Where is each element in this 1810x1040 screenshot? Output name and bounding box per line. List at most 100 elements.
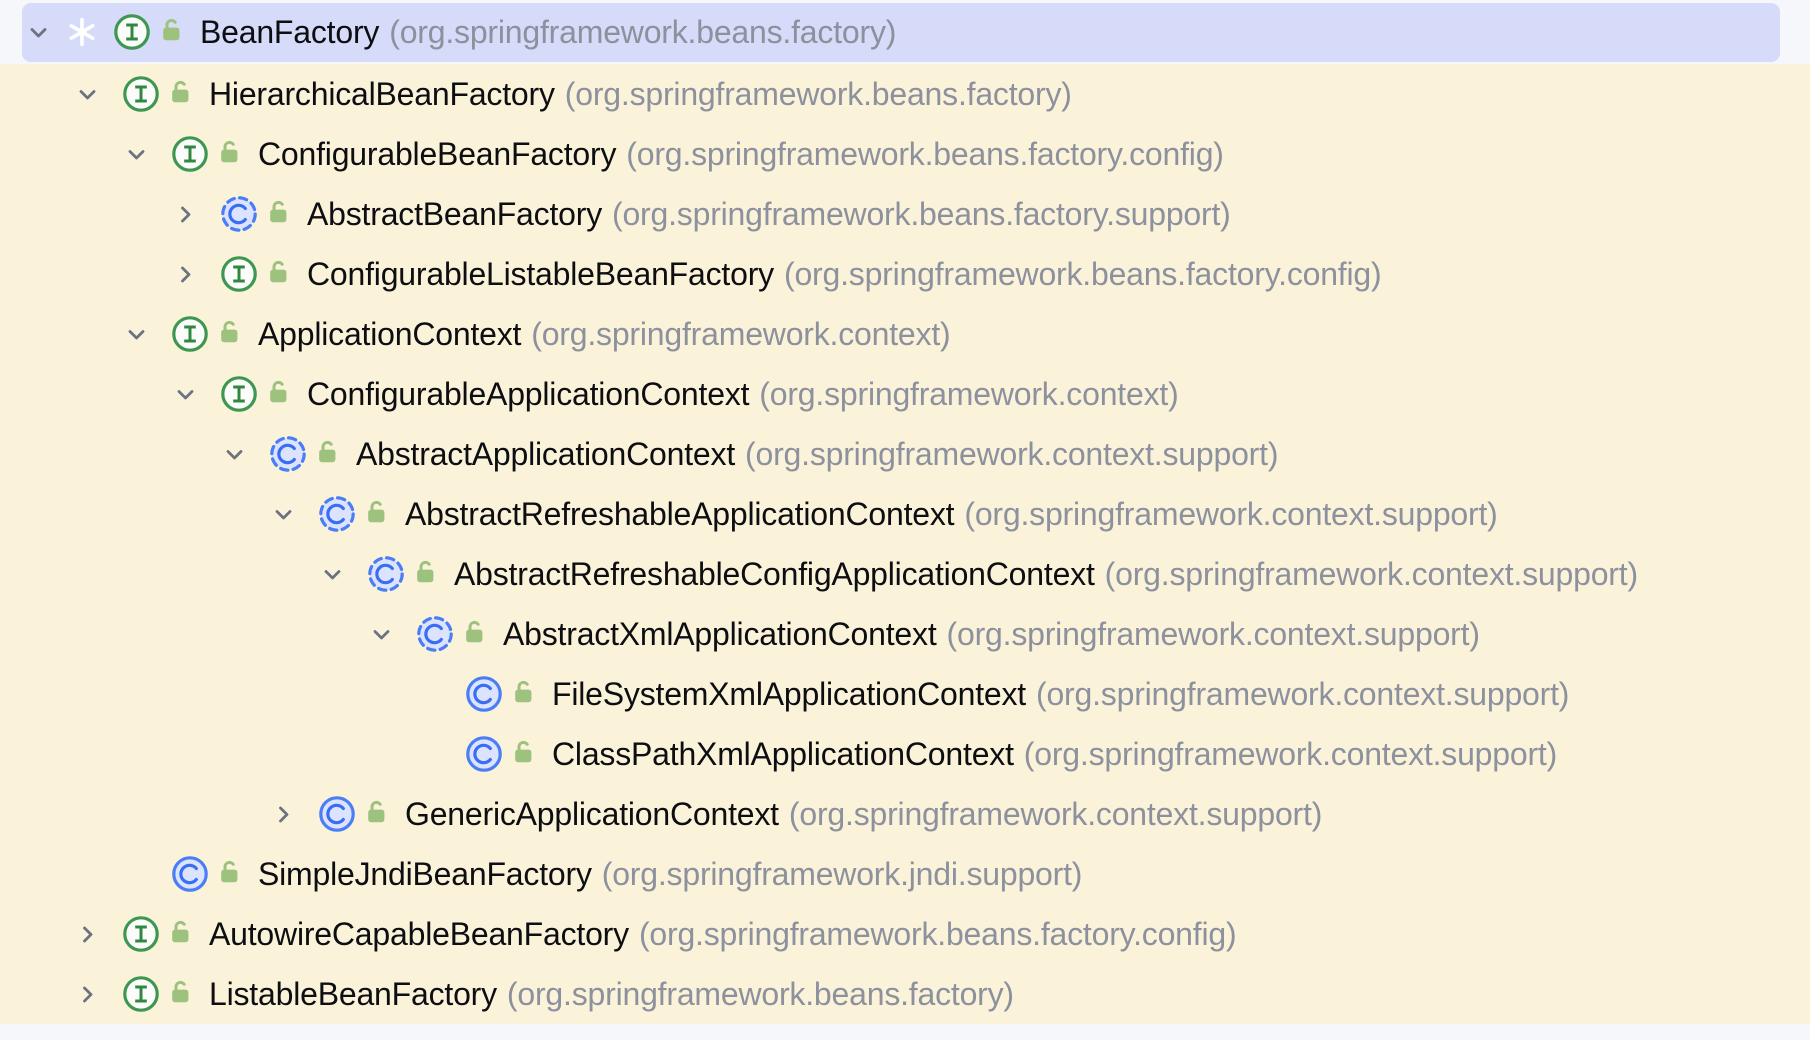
tree-row[interactable]: FileSystemXmlApplicationContext (org.spr… xyxy=(0,664,1810,724)
class-name: ListableBeanFactory xyxy=(209,975,497,1012)
abstract-class-icon xyxy=(366,554,406,594)
interface-icon xyxy=(170,314,210,354)
chevron-down-icon[interactable] xyxy=(221,441,248,468)
package-name: (org.springframework.beans.factory) xyxy=(506,975,1014,1012)
class-name: AbstractRefreshableApplicationContext xyxy=(405,495,955,532)
tree-row[interactable]: AbstractApplicationContext (org.springfr… xyxy=(0,424,1810,484)
class-name: GenericApplicationContext xyxy=(405,795,779,832)
class-name: ConfigurableBeanFactory xyxy=(258,135,617,172)
package-name: (org.springframework.context.support) xyxy=(788,795,1323,832)
lock-icon xyxy=(167,979,193,1005)
package-name: (org.springframework.context) xyxy=(531,315,951,352)
chevron-down-icon[interactable] xyxy=(368,621,395,648)
lock-icon xyxy=(412,559,438,585)
class-name: AbstractBeanFactory xyxy=(307,195,602,232)
tree-row[interactable]: ListableBeanFactory (org.springframework… xyxy=(0,964,1810,1024)
lock-icon xyxy=(314,439,340,465)
abstract-class-icon xyxy=(415,614,455,654)
tree-row[interactable]: ConfigurableListableBeanFactory (org.spr… xyxy=(0,244,1810,304)
tree-row[interactable]: HierarchicalBeanFactory (org.springframe… xyxy=(0,64,1810,124)
lock-icon xyxy=(510,739,536,765)
lock-icon xyxy=(265,259,291,285)
interface-icon xyxy=(121,74,161,114)
class-name: FileSystemXmlApplicationContext xyxy=(552,675,1026,712)
package-name: (org.springframework.context.support) xyxy=(964,495,1498,532)
tree-row[interactable]: GenericApplicationContext (org.springfra… xyxy=(0,784,1810,844)
tree-row[interactable]: AbstractBeanFactory (org.springframework… xyxy=(0,184,1810,244)
lock-icon xyxy=(216,859,242,885)
class-name: HierarchicalBeanFactory xyxy=(209,75,555,112)
abstract-class-icon xyxy=(268,434,308,474)
lock-icon xyxy=(158,17,184,43)
class-icon xyxy=(170,854,210,894)
class-name: BeanFactory xyxy=(200,13,380,50)
class-name: ClassPathXmlApplicationContext xyxy=(552,735,1014,772)
base-marker-icon xyxy=(52,15,112,49)
package-name: (org.springframework.beans.factory.confi… xyxy=(638,915,1237,952)
chevron-down-icon[interactable] xyxy=(172,381,199,408)
chevron-down-icon[interactable] xyxy=(319,561,346,588)
tree-row[interactable]: ApplicationContext (org.springframework.… xyxy=(0,304,1810,364)
tree-row[interactable]: AbstractRefreshableApplicationContext (o… xyxy=(0,484,1810,544)
chevron-right-icon[interactable] xyxy=(74,981,101,1008)
lock-icon xyxy=(167,919,193,945)
interface-icon xyxy=(121,914,161,954)
class-name: AbstractXmlApplicationContext xyxy=(503,615,937,652)
lock-icon xyxy=(167,79,193,105)
lock-icon xyxy=(510,679,536,705)
tree-row[interactable]: SimpleJndiBeanFactory (org.springframewo… xyxy=(0,844,1810,904)
package-name: (org.springframework.beans.factory) xyxy=(389,13,897,50)
class-name: AutowireCapableBeanFactory xyxy=(209,915,629,952)
package-name: (org.springframework.jndi.support) xyxy=(601,855,1083,892)
tree-row[interactable]: AutowireCapableBeanFactory (org.springfr… xyxy=(0,904,1810,964)
lock-icon xyxy=(461,619,487,645)
chevron-down-icon[interactable] xyxy=(123,141,150,168)
class-name: ApplicationContext xyxy=(258,315,522,352)
class-name: SimpleJndiBeanFactory xyxy=(258,855,592,892)
class-name: ConfigurableApplicationContext xyxy=(307,375,750,412)
chevron-down-icon[interactable] xyxy=(74,81,101,108)
package-name: (org.springframework.context.support) xyxy=(745,435,1279,472)
tree-row[interactable]: BeanFactory (org.springframework.beans.f… xyxy=(0,0,1810,64)
package-name: (org.springframework.beans.factory.suppo… xyxy=(612,195,1231,232)
tree-row[interactable]: AbstractRefreshableConfigApplicationCont… xyxy=(0,544,1810,604)
interface-icon xyxy=(121,974,161,1014)
interface-icon xyxy=(170,134,210,174)
tree-row[interactable]: AbstractXmlApplicationContext (org.sprin… xyxy=(0,604,1810,664)
lock-icon xyxy=(363,799,389,825)
class-name: AbstractRefreshableConfigApplicationCont… xyxy=(454,555,1095,592)
package-name: (org.springframework.context) xyxy=(759,375,1179,412)
tree-row[interactable]: ConfigurableBeanFactory (org.springframe… xyxy=(0,124,1810,184)
lock-icon xyxy=(216,139,242,165)
interface-icon xyxy=(219,254,259,294)
package-name: (org.springframework.beans.factory) xyxy=(564,75,1072,112)
chevron-right-icon[interactable] xyxy=(270,801,297,828)
class-name: ConfigurableListableBeanFactory xyxy=(307,255,774,292)
class-icon xyxy=(464,674,504,714)
chevron-down-icon[interactable] xyxy=(25,19,52,46)
chevron-right-icon[interactable] xyxy=(74,921,101,948)
class-icon xyxy=(317,794,357,834)
package-name: (org.springframework.beans.factory.confi… xyxy=(783,255,1382,292)
chevron-right-icon[interactable] xyxy=(172,261,199,288)
package-name: (org.springframework.context.support) xyxy=(1023,735,1558,772)
chevron-down-icon[interactable] xyxy=(123,321,150,348)
lock-icon xyxy=(216,319,242,345)
class-icon xyxy=(464,734,504,774)
package-name: (org.springframework.context.support) xyxy=(1036,675,1570,712)
tree-row[interactable]: ConfigurableApplicationContext (org.spri… xyxy=(0,364,1810,424)
chevron-down-icon[interactable] xyxy=(270,501,297,528)
panel-bottom-gutter xyxy=(0,1024,1810,1040)
class-name: AbstractApplicationContext xyxy=(356,435,736,472)
lock-icon xyxy=(265,199,291,225)
chevron-right-icon[interactable] xyxy=(172,201,199,228)
abstract-class-icon xyxy=(219,194,259,234)
lock-icon xyxy=(363,499,389,525)
interface-icon xyxy=(112,12,152,52)
lock-icon xyxy=(265,379,291,405)
package-name: (org.springframework.context.support) xyxy=(946,615,1480,652)
package-name: (org.springframework.context.support) xyxy=(1104,555,1638,592)
package-name: (org.springframework.beans.factory.confi… xyxy=(626,135,1224,172)
tree-row[interactable]: ClassPathXmlApplicationContext (org.spri… xyxy=(0,724,1810,784)
